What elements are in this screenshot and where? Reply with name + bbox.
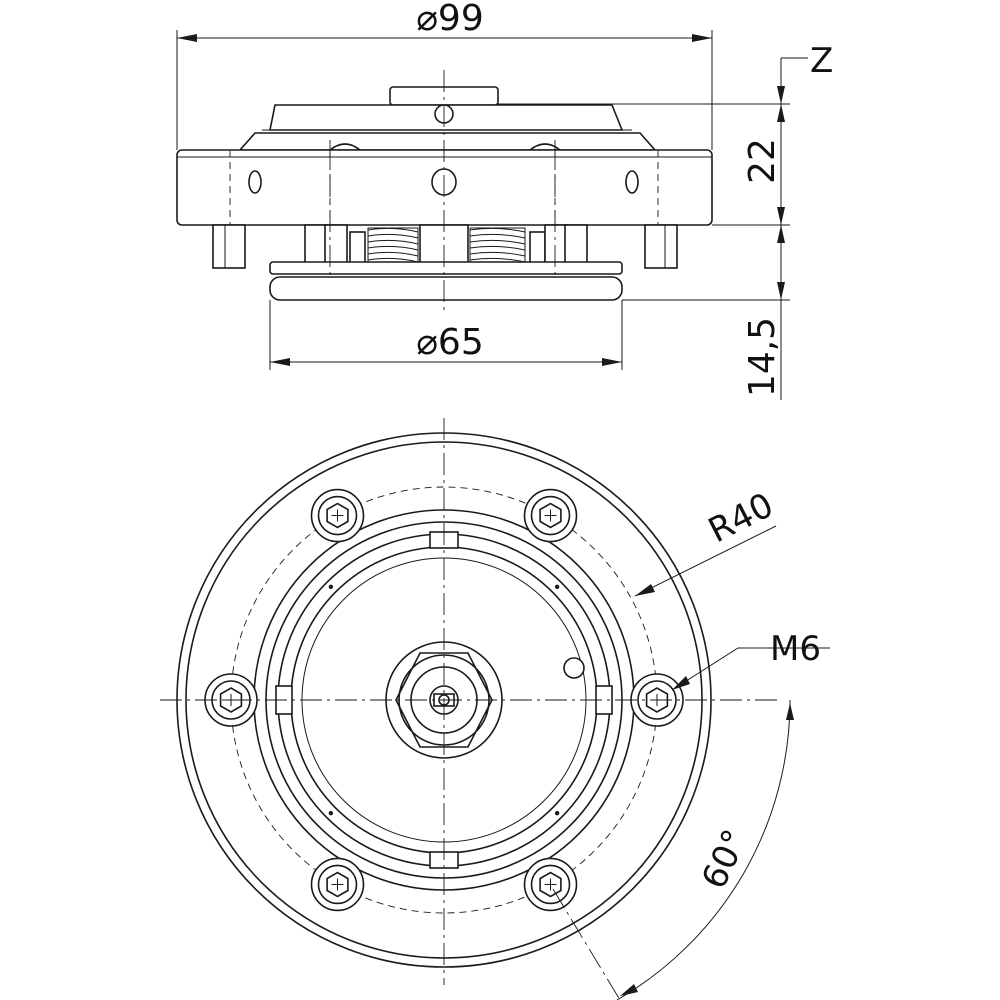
arrowhead — [635, 584, 655, 596]
side-view: ⌀99 ⌀65 Z 22 14,5 — [176, 0, 833, 400]
dim-radius: R40 — [702, 485, 780, 551]
dowel-pin-right — [644, 224, 678, 269]
angle-arc — [616, 699, 791, 1000]
arrowhead — [777, 104, 785, 122]
coil — [469, 239, 526, 245]
coil — [469, 257, 526, 263]
flange-hole-right — [625, 170, 639, 194]
index-dot — [328, 584, 334, 590]
bolt-angle-line — [552, 888, 621, 1000]
bolt-head — [310, 857, 365, 912]
dim-height-lower: 14,5 — [742, 317, 783, 397]
r40-leader — [634, 525, 777, 597]
bolt-head — [523, 857, 578, 912]
bottom-plate-upper — [269, 261, 623, 275]
arrowhead — [786, 703, 794, 720]
index-dots — [328, 584, 560, 816]
arrowhead — [602, 358, 622, 366]
m6-leader — [671, 647, 830, 691]
bolt-head — [523, 488, 578, 543]
dim-bottom-diameter: ⌀65 — [416, 322, 483, 363]
dim-thread: M6 — [770, 629, 821, 669]
dim-height-upper: 22 — [742, 138, 783, 184]
coil — [469, 245, 526, 251]
bolt-head — [310, 488, 365, 543]
index-dot — [328, 810, 334, 816]
arrowhead — [777, 207, 785, 225]
index-dot — [554, 584, 560, 590]
coil — [367, 245, 419, 251]
cap-step — [238, 132, 657, 151]
coil — [469, 251, 526, 257]
bolt-group — [204, 488, 684, 912]
arrowhead — [672, 676, 690, 690]
flange-hole-left — [248, 170, 262, 194]
datum-z: Z — [810, 41, 833, 81]
coil — [367, 257, 419, 263]
side-hole — [563, 657, 585, 679]
dim-top-diameter: ⌀99 — [416, 0, 483, 39]
flange-body — [176, 149, 713, 226]
cap-arcs — [329, 143, 561, 151]
arrowhead — [620, 984, 638, 996]
bottom-plate — [269, 276, 623, 301]
dim-angle: 60° — [694, 824, 756, 896]
coil — [367, 251, 419, 257]
coil — [367, 227, 419, 233]
ring-notches — [275, 531, 613, 869]
arrowhead — [270, 358, 290, 366]
dowel-pin-left — [212, 224, 246, 269]
coil — [367, 233, 419, 239]
index-dot — [554, 810, 560, 816]
arrowhead — [777, 225, 785, 243]
coil — [469, 227, 526, 233]
hub-hex — [395, 652, 493, 748]
arrowhead — [692, 34, 712, 42]
arrowhead — [777, 86, 785, 104]
arrowhead — [177, 34, 197, 42]
coil — [469, 233, 526, 239]
coil — [367, 239, 419, 245]
top-view: R40 M6 60° — [160, 418, 830, 1000]
arrowhead — [777, 282, 785, 300]
